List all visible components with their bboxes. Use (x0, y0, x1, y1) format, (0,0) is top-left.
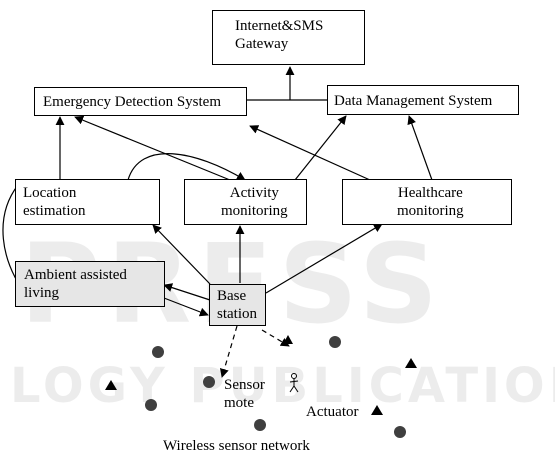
sensor-mote-dot (145, 399, 157, 411)
actuator-triangle (371, 405, 383, 415)
sensor-mote-dot (203, 376, 215, 388)
sensor-mote-dot (254, 419, 266, 431)
actuator-triangle (105, 380, 117, 390)
node-data-management: Data Management System (327, 85, 519, 115)
node-activity-label: Activity monitoring (221, 185, 288, 219)
edge-activity-to-eds (74, 115, 231, 181)
node-base-station: Base station (209, 284, 266, 326)
watermark-small: LOGY PUBLICATIONS (10, 358, 555, 414)
sensor-mote-dot (329, 336, 341, 348)
edge-ambient-to-base (163, 297, 209, 317)
sensor-mote-dot (152, 346, 164, 358)
label-sensor-mote: Sensor mote (224, 377, 265, 411)
node-gateway: Internet&SMS Gateway (212, 10, 365, 65)
edge-base-to-healthcare (265, 223, 383, 294)
node-location-estimation: Location estimation (15, 179, 160, 225)
node-emergency-label: Emergency Detection System (43, 94, 222, 110)
person-icon (289, 373, 299, 393)
label-actuator: Actuator (306, 404, 359, 420)
edge-base-to-location (152, 224, 211, 285)
node-healthcare-label: Healthcare monitoring (397, 185, 464, 219)
node-base-label: Base station (217, 288, 257, 322)
node-healthcare-monitoring: Healthcare monitoring (342, 179, 512, 225)
label-wireless-sensor-network: Wireless sensor network (163, 438, 310, 454)
sensor-mote-dot (394, 426, 406, 438)
edge-location-to-activity (127, 153, 246, 181)
edge-base-to-sensor-dashed (219, 325, 238, 378)
edge-activity-to-dms (294, 115, 347, 181)
edge-healthcare-to-eds (249, 125, 371, 181)
actuator-triangle (283, 335, 293, 344)
node-ambient-assisted-living: Ambient assisted living (15, 261, 165, 307)
node-ambient-label: Ambient assisted living (24, 267, 127, 301)
node-emergency-detection: Emergency Detection System (34, 87, 247, 116)
actuator-triangle (405, 358, 417, 368)
node-data-management-label: Data Management System (334, 93, 493, 109)
node-location-label: Location estimation (23, 185, 86, 219)
node-activity-monitoring: Activity monitoring (184, 179, 307, 225)
node-gateway-label: Internet&SMS Gateway (235, 18, 324, 52)
edge-healthcare-to-dms (407, 115, 433, 181)
edge-base-to-ambient (163, 283, 211, 301)
